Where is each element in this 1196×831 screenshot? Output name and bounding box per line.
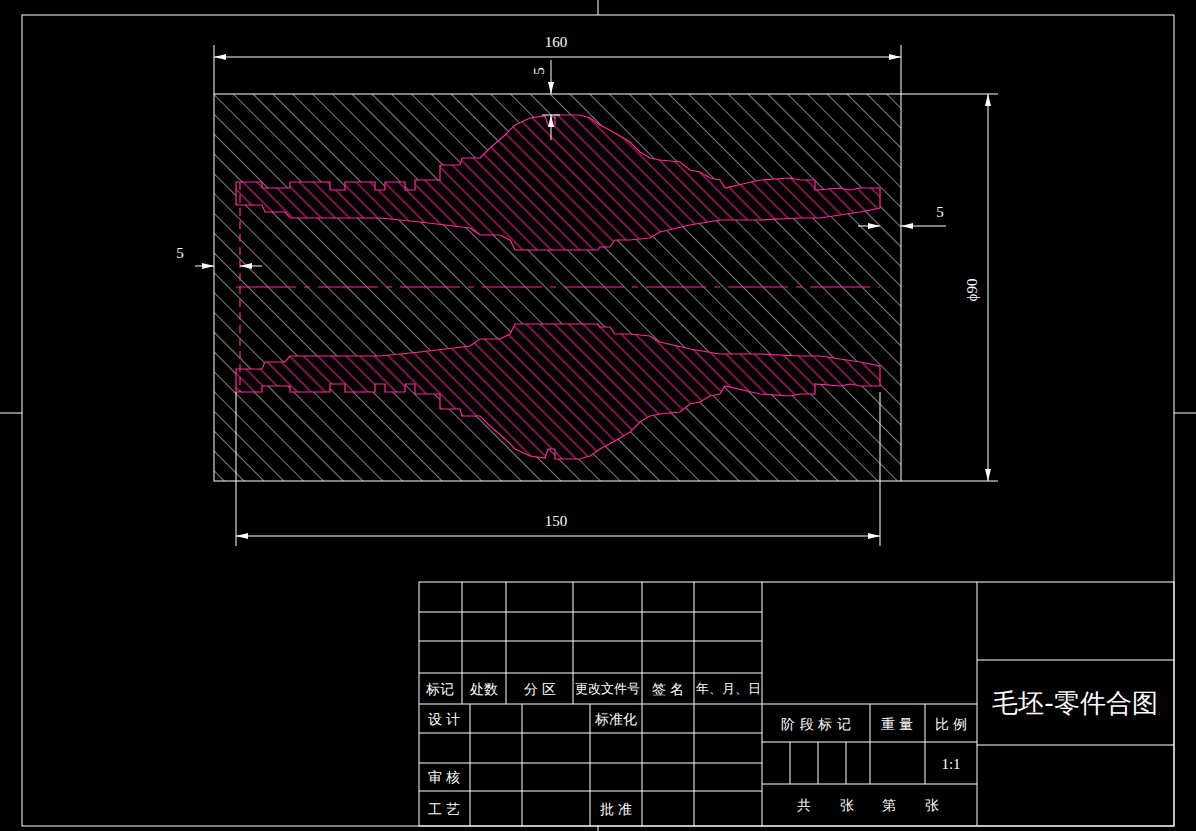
table-line <box>790 742 791 784</box>
extension-line <box>880 392 881 546</box>
part-wall-upper <box>236 115 880 250</box>
title-block <box>419 582 1174 826</box>
dimension-value: ϕ90 <box>965 279 980 302</box>
table-line <box>522 704 523 826</box>
table-cell: 年、月、日 <box>696 683 761 696</box>
part-ground <box>230 100 890 470</box>
table-cell: 批 准 <box>600 802 632 816</box>
table-line <box>590 704 591 826</box>
table-line <box>846 742 847 784</box>
dimensions <box>195 45 998 546</box>
table-cell: 分 区 <box>524 682 556 696</box>
drawing-title: 毛坯-零件合图 <box>992 690 1157 716</box>
table-cell: 审 核 <box>428 770 460 784</box>
dimension-line <box>236 536 880 537</box>
dimension-line <box>551 60 552 94</box>
table-line <box>419 673 762 674</box>
blank-section <box>214 94 901 481</box>
table-line <box>573 582 574 704</box>
table-cell: 更改文件号 <box>575 683 640 696</box>
table-line <box>977 745 1174 746</box>
table-cell: 标准化 <box>595 712 637 726</box>
extension-line <box>901 45 902 94</box>
table-line <box>506 582 507 704</box>
dimension-value: 5 <box>176 246 184 261</box>
part-wall-lower <box>236 324 880 459</box>
centering-mark <box>598 826 599 831</box>
table-line <box>462 582 463 704</box>
dimension-line <box>195 266 214 267</box>
dimension-line <box>240 266 262 267</box>
table-cell: 设 计 <box>428 712 460 726</box>
table-cell: 重 量 <box>881 717 913 731</box>
extension-line <box>214 45 215 94</box>
center-line <box>236 287 880 288</box>
title-block-frame <box>419 582 1174 826</box>
border-frame <box>22 15 1174 826</box>
table-line <box>870 704 871 784</box>
extension-line <box>236 392 237 546</box>
table-line <box>642 582 643 826</box>
extension-line <box>542 115 560 116</box>
centering-mark <box>1174 413 1196 414</box>
dimension-line <box>901 226 946 227</box>
dimension-line <box>858 226 880 227</box>
extension-line <box>901 94 998 95</box>
dimension-line <box>214 57 901 58</box>
table-cell: 1:1 <box>941 757 960 772</box>
table-cell: 处数 <box>470 682 498 696</box>
extension-line <box>901 481 998 482</box>
dimension-value: 5 <box>532 67 547 75</box>
table-line <box>818 742 819 784</box>
centering-mark <box>0 413 22 414</box>
table-line <box>694 582 695 826</box>
table-cell: 工 艺 <box>428 802 460 816</box>
table-cell: 阶 段 标 记 <box>781 717 850 731</box>
table-line <box>419 641 762 642</box>
table-line <box>977 660 1174 661</box>
centering-mark <box>598 0 599 15</box>
table-cell: 比 例 <box>935 717 967 731</box>
dimension-value: 5 <box>936 205 944 220</box>
table-cell: 标记 <box>426 682 454 696</box>
table-line <box>925 704 926 784</box>
table-line <box>419 612 762 613</box>
dimension-line <box>551 115 552 140</box>
dimension-value: 160 <box>545 35 568 50</box>
table-cell: 签 名 <box>652 682 684 696</box>
dimension-line <box>988 94 989 481</box>
table-cell: 共 张 第 张 <box>797 798 938 812</box>
part-outline <box>236 115 880 459</box>
dimension-value: 150 <box>545 514 568 529</box>
table-line <box>470 704 471 826</box>
part-hatch <box>230 100 890 470</box>
table-line <box>419 704 977 705</box>
